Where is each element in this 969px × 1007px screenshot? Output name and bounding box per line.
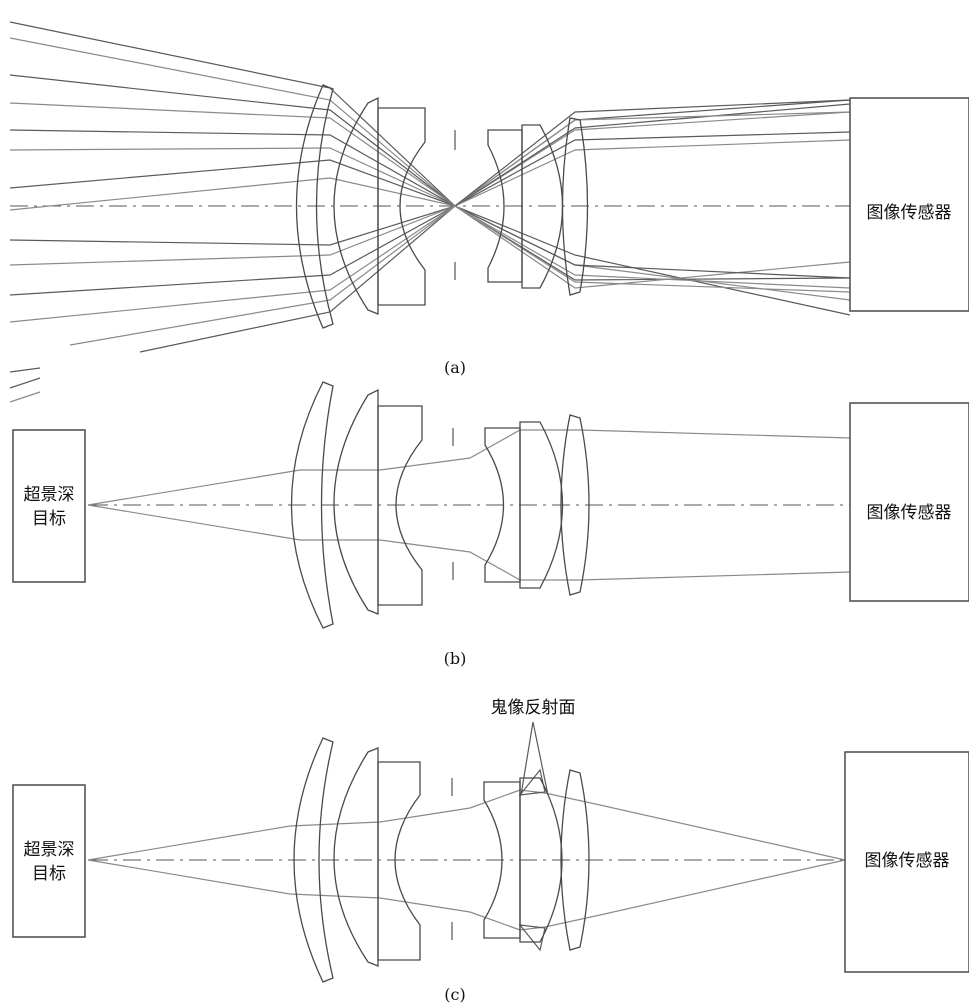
target-box — [12, 784, 86, 938]
image-sensor — [849, 97, 969, 312]
panel-caption: (c) — [444, 985, 465, 1004]
panel-caption: (b) — [444, 649, 467, 668]
ray-bundle — [87, 768, 846, 952]
lens-element-3 — [377, 761, 421, 961]
lens-element-2 — [333, 388, 379, 615]
lens-element-6 — [560, 769, 590, 951]
ghost-surface-annotation: 鬼像反射面 — [491, 698, 576, 718]
lens-element-5 — [519, 421, 564, 589]
lens-element-1 — [290, 381, 334, 629]
target-label-line-2: 目标 — [32, 509, 66, 529]
sensor-label: 图像传感器 — [867, 503, 952, 523]
image-sensor — [849, 402, 969, 602]
lens-element-5 — [519, 777, 563, 943]
lens-element-4 — [484, 427, 521, 583]
image-sensor — [844, 751, 969, 973]
sensor-label: 图像传感器 — [865, 851, 950, 871]
annotation-leader — [520, 721, 549, 796]
sensor-label: 图像传感器 — [867, 203, 952, 223]
lens-element-4 — [487, 129, 523, 283]
panel-caption: (a) — [444, 358, 466, 377]
lens-element-3 — [377, 405, 423, 606]
lens-element-6 — [561, 117, 589, 296]
lens-element-4 — [483, 781, 521, 939]
lens-element-2 — [333, 747, 379, 967]
lens-element-2 — [333, 96, 379, 315]
ray-bundle — [9, 21, 851, 403]
target-label-line-2: 目标 — [32, 864, 66, 884]
lens-element-1 — [295, 84, 334, 329]
target-label-line-1: 超景深 — [24, 485, 75, 505]
panel-a: 图像传感器 (a) — [9, 21, 969, 403]
lens-element-1 — [293, 737, 334, 983]
panel-c: 超景深 目标 鬼像反射面 图像传感器 (c) — [12, 698, 969, 1004]
target-label-line-1: 超景深 — [24, 840, 75, 860]
lens-element-6 — [560, 414, 590, 596]
lens-element-3 — [377, 107, 426, 306]
panel-b: 超景深 目标 图像传感器 (b) — [12, 381, 969, 668]
ray-bundle — [87, 429, 851, 581]
target-box — [12, 429, 86, 583]
